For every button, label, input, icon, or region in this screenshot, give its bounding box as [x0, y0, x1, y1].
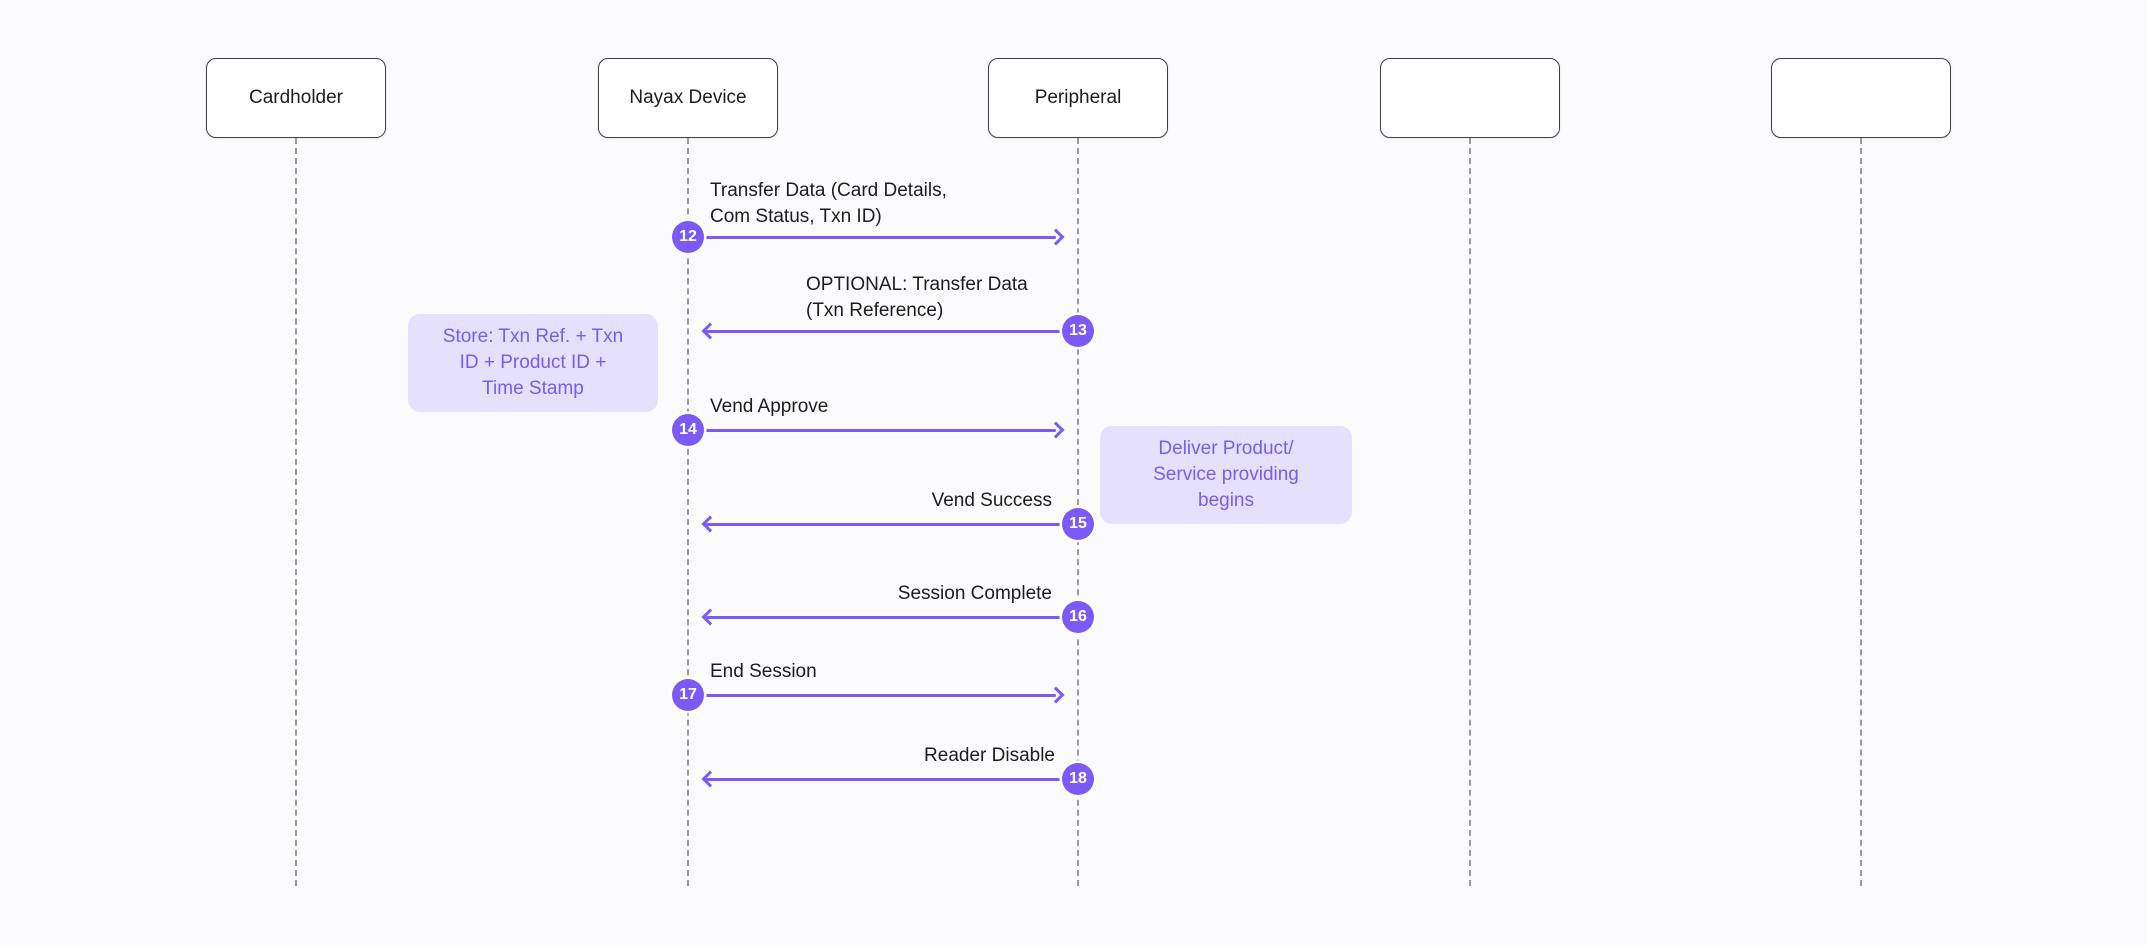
sequence-badge-17: 17: [672, 679, 704, 711]
actor-label: Nayax Device: [629, 87, 747, 108]
actor-box-empty-2: [1771, 58, 1951, 138]
message-label-13: OPTIONAL: Transfer Data (Txn Reference): [806, 274, 1028, 321]
arrow-line-18: [706, 778, 1078, 781]
arrowhead-left-icon: [701, 608, 719, 626]
message-label-14: Vend Approve: [710, 396, 829, 417]
actor-label: Peripheral: [1034, 87, 1122, 108]
arrow-line-13: [706, 330, 1078, 333]
arrow-line-17: [688, 694, 1056, 697]
message-label-18: Reader Disable: [924, 745, 1055, 766]
sequence-badge-16: 16: [1062, 601, 1094, 633]
actor-box-nayax-device: Nayax Device: [598, 58, 778, 138]
arrow-line-12: [688, 236, 1056, 239]
arrowhead-left-icon: [701, 322, 719, 340]
arrowhead-right-icon: [1047, 421, 1065, 439]
arrow-line-16: [706, 616, 1078, 619]
sequence-badge-15: 15: [1062, 508, 1094, 540]
actor-box-empty-1: [1380, 58, 1560, 138]
message-label-16: Session Complete: [897, 583, 1052, 604]
actor-box-cardholder: Cardholder: [206, 58, 386, 138]
note-deliver-product: Deliver Product/ Service providing begin…: [1100, 426, 1352, 524]
sequence-badge-18: 18: [1062, 763, 1094, 795]
arrow-line-15: [706, 523, 1078, 526]
lifeline-cardholder: [295, 138, 297, 886]
arrowhead-left-icon: [701, 515, 719, 533]
message-label-12: Transfer Data (Card Details, Com Status,…: [710, 180, 947, 227]
lifeline-empty-2: [1860, 138, 1862, 886]
actor-box-peripheral: Peripheral: [988, 58, 1168, 138]
arrowhead-left-icon: [701, 770, 719, 788]
message-label-17: End Session: [710, 661, 817, 682]
sequence-badge-12: 12: [672, 221, 704, 253]
actor-label: Cardholder: [249, 87, 343, 108]
lifeline-empty-1: [1469, 138, 1471, 886]
arrow-line-14: [688, 429, 1056, 432]
lifeline-nayax-device: [687, 138, 689, 886]
sequence-badge-13: 13: [1062, 315, 1094, 347]
message-label-15: Vend Success: [931, 490, 1052, 511]
arrowhead-right-icon: [1047, 686, 1065, 704]
arrowhead-right-icon: [1047, 228, 1065, 246]
sequence-badge-14: 14: [672, 414, 704, 446]
note-store-txn: Store: Txn Ref. + Txn ID + Product ID + …: [408, 314, 658, 412]
